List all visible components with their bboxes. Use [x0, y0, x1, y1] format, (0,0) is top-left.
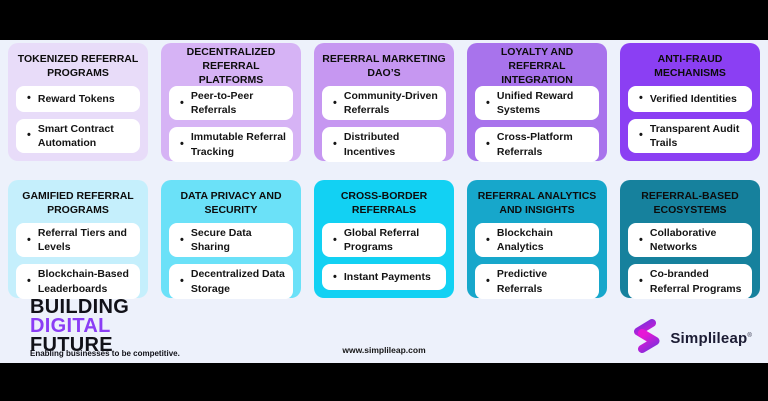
card-item-label: Distributed Incentives — [343, 131, 400, 158]
card-referral-analytics-and-insights: REFERRAL ANALYTICS AND INSIGHTS • Blockch… — [467, 180, 607, 299]
card-item-label: Immutable Referral Tracking — [190, 131, 286, 158]
headline: BUILDING DIGITAL FUTURE — [30, 296, 130, 356]
card-item-label: Verified Identities — [649, 92, 737, 105]
card-item: • Peer-to-Peer Referrals — [169, 86, 293, 121]
bullet-icon: • — [486, 96, 490, 109]
card-title: TOKENIZED REFERRAL PROGRAMS — [17, 52, 139, 79]
card-title: ANTI-FRAUD MECHANISMS — [654, 52, 726, 79]
card-item: • Referral Tiers and Levels — [16, 223, 140, 258]
card-title: DATA PRIVACY AND SECURITY — [180, 189, 282, 216]
card-title: REFERRAL-BASED ECOSYSTEMS — [641, 189, 739, 216]
card-gamified-referral-programs: GAMIFIED REFERRAL PROGRAMS • Referral Tie… — [8, 180, 148, 299]
card-item: • Co-branded Referral Programs — [628, 264, 752, 299]
card-anti-fraud-mechanisms: ANTI-FRAUD MECHANISMS • Verified Identiti… — [620, 43, 760, 161]
card-title: DECENTRALIZED REFERRAL PLATFORMS — [186, 45, 276, 87]
card-item-label: Transparent Audit Trails — [649, 122, 740, 149]
card-item-label: Peer-to-Peer Referrals — [190, 90, 254, 117]
card-tokenized-referral-programs: TOKENIZED REFERRAL PROGRAMS • Reward Toke… — [8, 43, 148, 161]
card-item-label: Community-Driven Referrals — [343, 90, 438, 117]
card-item-label: Blockchain-Based Leaderboards — [37, 268, 129, 295]
card-item: • Unified Reward Systems — [475, 86, 599, 121]
bullet-icon: • — [180, 233, 184, 246]
bullet-icon: • — [333, 96, 337, 109]
card-item: • Secure Data Sharing — [169, 223, 293, 258]
bullet-icon: • — [180, 275, 184, 288]
bullet-icon: • — [27, 92, 31, 105]
headline-line-digital: DIGITAL — [30, 315, 111, 337]
brand-name: Simplileap® — [670, 330, 752, 347]
card-item: • Global Referral Programs — [322, 223, 446, 258]
card-item-label: Decentralized Data Storage — [190, 268, 285, 295]
bullet-icon: • — [486, 138, 490, 151]
card-item: • Cross-Platform Referrals — [475, 127, 599, 162]
card-item: • Smart Contract Automation — [16, 118, 140, 153]
card-title: CROSS-BORDER REFERRALS — [340, 189, 428, 216]
card-item-label: Secure Data Sharing — [190, 227, 252, 254]
cards-grid: TOKENIZED REFERRAL PROGRAMS • Reward Toke… — [8, 43, 760, 299]
website-url: www.simplileap.com — [342, 345, 426, 355]
card-item-label: Cross-Platform Referrals — [496, 131, 573, 158]
card-item-label: Instant Payments — [343, 271, 431, 284]
card-item: • Decentralized Data Storage — [169, 264, 293, 299]
card-item-label: Predictive Referrals — [496, 268, 548, 295]
bullet-icon: • — [27, 233, 31, 246]
card-item-label: Collaborative Networks — [649, 227, 717, 254]
bullet-icon: • — [180, 138, 184, 151]
card-title: REFERRAL ANALYTICS AND INSIGHTS — [477, 189, 597, 216]
bullet-icon: • — [639, 92, 643, 105]
bullet-icon: • — [639, 275, 643, 288]
card-item: • Immutable Referral Tracking — [169, 127, 293, 162]
card-referral-based-ecosystems: REFERRAL-BASED ECOSYSTEMS • Collaborative… — [620, 180, 760, 299]
card-referral-marketing-daos: REFERRAL MARKETING DAO’S • Community-Driv… — [314, 43, 454, 162]
bullet-icon: • — [486, 233, 490, 246]
card-item: • Blockchain-Based Leaderboards — [16, 264, 140, 299]
card-item-label: Referral Tiers and Levels — [37, 227, 127, 254]
card-item: • Transparent Audit Trails — [628, 118, 752, 153]
card-title: REFERRAL MARKETING DAO’S — [322, 52, 446, 79]
card-item-label: Unified Reward Systems — [496, 90, 574, 117]
card-item: • Predictive Referrals — [475, 264, 599, 299]
bullet-icon: • — [639, 233, 643, 246]
card-cross-border-referrals: CROSS-BORDER REFERRALS • Global Referral … — [314, 180, 454, 298]
card-item-label: Co-branded Referral Programs — [649, 268, 742, 295]
card-decentralized-referral-platforms: DECENTRALIZED REFERRAL PLATFORMS • Peer-t… — [161, 43, 301, 162]
bullet-icon: • — [333, 270, 337, 283]
bullet-icon: • — [486, 275, 490, 288]
card-title: GAMIFIED REFERRAL PROGRAMS — [22, 189, 134, 216]
bottom-black-bar — [0, 363, 768, 401]
card-loyalty-and-referral-integration: LOYALTY AND REFERRAL INTEGRATION • Unifie… — [467, 43, 607, 162]
bullet-icon: • — [333, 138, 337, 151]
card-title: LOYALTY AND REFERRAL INTEGRATION — [500, 45, 574, 87]
card-item: • Distributed Incentives — [322, 127, 446, 162]
bullet-icon: • — [639, 129, 643, 142]
bullet-icon: • — [27, 129, 31, 142]
bullet-icon: • — [27, 275, 31, 288]
card-item: • Blockchain Analytics — [475, 223, 599, 258]
card-item-label: Blockchain Analytics — [496, 227, 553, 254]
card-item: • Collaborative Networks — [628, 223, 752, 258]
headline-line-future: FUTURE — [30, 334, 113, 356]
simplileap-logo-icon — [629, 318, 663, 359]
brand-lockup: Simplileap® — [629, 318, 752, 359]
bullet-icon: • — [180, 96, 184, 109]
card-item: • Reward Tokens — [16, 86, 140, 112]
card-data-privacy-and-security: DATA PRIVACY AND SECURITY • Secure Data S… — [161, 180, 301, 299]
card-item-label: Global Referral Programs — [343, 227, 420, 254]
headline-line-building: BUILDING — [30, 296, 130, 318]
tagline: Enabling businesses to be competitive. — [30, 349, 180, 358]
bullet-icon: • — [333, 233, 337, 246]
card-item-label: Reward Tokens — [37, 92, 115, 105]
card-item-label: Smart Contract Automation — [37, 122, 114, 149]
top-black-bar — [0, 0, 768, 40]
card-item: • Community-Driven Referrals — [322, 86, 446, 121]
card-item: • Instant Payments — [322, 264, 446, 290]
card-item: • Verified Identities — [628, 86, 752, 112]
registered-mark: ® — [747, 333, 752, 339]
